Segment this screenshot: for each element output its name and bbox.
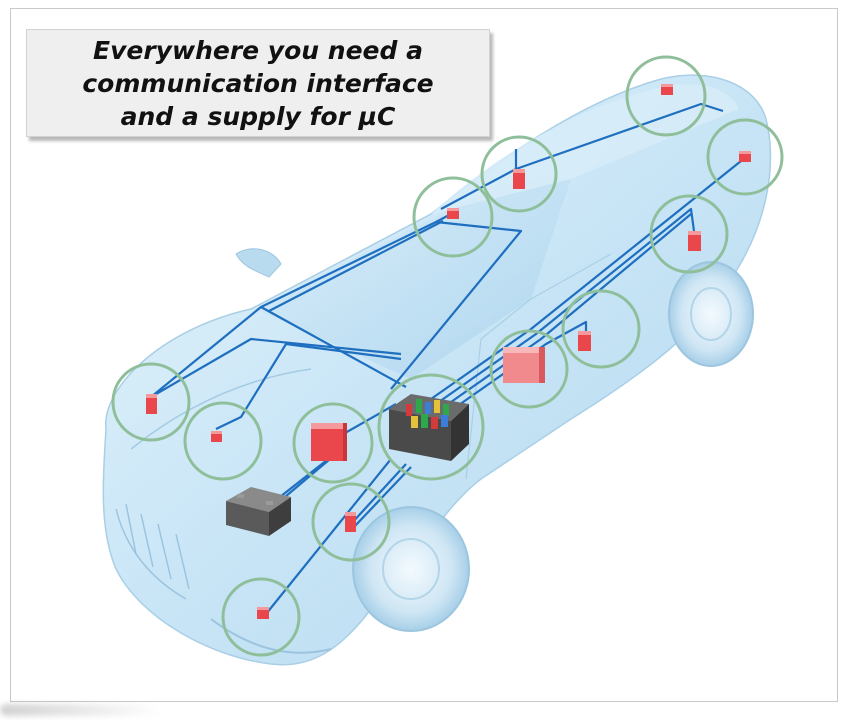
ecu-node-icon	[739, 151, 751, 162]
caption-box: Everywhere you need a communication inte…	[26, 29, 490, 137]
car-body	[103, 75, 770, 665]
ecu-node-icon	[661, 84, 673, 95]
ecu-node-icon	[146, 394, 157, 414]
caption-line-1: Everywhere you need a	[82, 34, 433, 67]
ecu-node-icon	[257, 607, 269, 619]
ecu-node-icon	[503, 347, 545, 383]
caption-line-3: and a supply for µC	[82, 100, 433, 133]
ecu-node-icon	[578, 331, 591, 351]
caption-line-2: communication interface	[82, 67, 433, 100]
junction-box-icon	[389, 394, 469, 461]
ecu-node-icon	[311, 423, 347, 461]
front-wheel	[353, 507, 469, 631]
caption-text: Everywhere you need a communication inte…	[82, 34, 433, 133]
ecu-node-icon	[447, 208, 459, 219]
ecu-node-icon	[688, 231, 701, 251]
rear-wheel	[669, 262, 753, 366]
ecu-node-icon	[211, 431, 222, 442]
frame-shadow	[0, 704, 160, 716]
ecu-node-icon	[345, 512, 356, 532]
ecu-node-icon	[513, 169, 525, 189]
figure-frame: Everywhere you need a communication inte…	[10, 8, 838, 702]
